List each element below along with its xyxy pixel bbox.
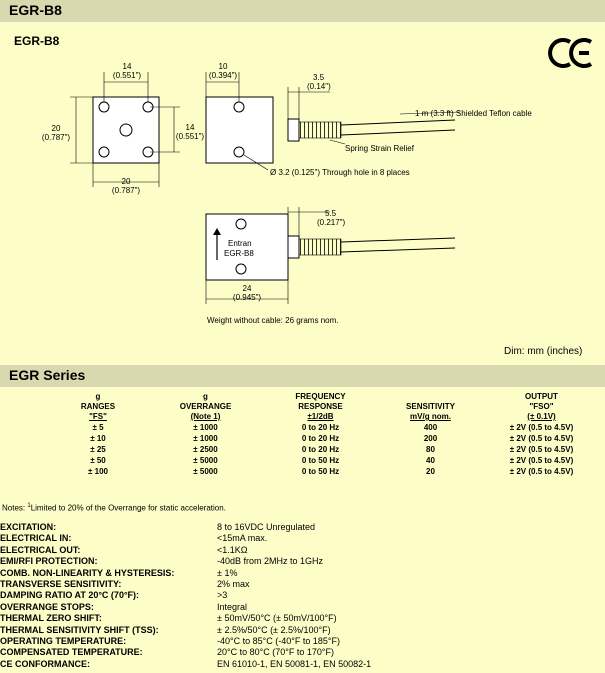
ce-mark-icon xyxy=(548,38,593,68)
series-band: EGR Series xyxy=(0,365,605,387)
col-header: (Note 1) xyxy=(190,412,221,421)
table-cell: ± 10 xyxy=(90,434,106,443)
table-cell: ± 1000 xyxy=(193,434,218,443)
col-header xyxy=(378,392,483,402)
dim-left-h: 20(0.787") xyxy=(41,124,71,142)
table-cell: ± 2500 xyxy=(193,445,218,454)
table-cell: ± 2V (0.5 to 4.5V) xyxy=(509,467,574,476)
col-header: FREQUENCY xyxy=(295,392,346,401)
series-note: Notes: 1Limited to 20% of the Overrange … xyxy=(2,503,226,513)
table-cell: ± 2V (0.5 to 4.5V) xyxy=(509,445,574,454)
cable-label: 1 m (3.3 ft) Shielded Teflon cable xyxy=(415,109,532,118)
col-header: "FS" xyxy=(89,412,107,421)
table-cell: 0 to 20 Hz xyxy=(301,423,340,432)
table-cell: 0 to 50 Hz xyxy=(301,456,340,465)
header-band: EGR-B8 xyxy=(0,0,605,22)
dim-bot-len: 24(0.945") xyxy=(232,284,262,302)
col-header: (± 0.1V) xyxy=(527,412,556,421)
table-cell: 200 xyxy=(423,434,438,443)
dim-bot-r: 5.5(0.217") xyxy=(317,209,346,227)
col-header: OVERRANGE xyxy=(179,402,232,411)
table-cell: ± 2V (0.5 to 4.5V) xyxy=(509,423,574,432)
table-row: ± 5 ± 1000 0 to 20 Hz 400 ± 2V (0.5 to 4… xyxy=(48,422,600,433)
bottom-view xyxy=(205,207,456,304)
table-cell: ± 2V (0.5 to 4.5V) xyxy=(509,456,574,465)
col-header: ±1/2dB xyxy=(307,412,334,421)
table-header-row-3: "FS" (Note 1) ±1/2dB mV/g nom. (± 0.1V) xyxy=(48,412,600,422)
table-cell: ± 5000 xyxy=(193,456,218,465)
table-cell: ± 100 xyxy=(88,467,108,476)
side-view xyxy=(205,72,461,171)
drawing-svg xyxy=(70,38,593,304)
table-cell: ± 1000 xyxy=(193,423,218,432)
table-cell: 80 xyxy=(426,445,435,454)
front-view xyxy=(70,72,180,187)
table-cell: 400 xyxy=(423,423,438,432)
col-header: RESPONSE xyxy=(298,402,343,411)
table-cell: ± 2V (0.5 to 4.5V) xyxy=(509,434,574,443)
dim-side-r: 3.5(0.14") xyxy=(307,73,331,91)
series-table: g g FREQUENCY OUTPUT RANGES OVERRANGE RE… xyxy=(48,392,600,477)
dim-side-w: 10(0.394") xyxy=(208,62,238,80)
col-header: "FSO" xyxy=(529,402,554,411)
table-cell: ± 50 xyxy=(90,456,106,465)
table-cell: ± 25 xyxy=(90,445,106,454)
series-title: EGR Series xyxy=(9,367,86,383)
table-row: ± 25 ± 2500 0 to 20 Hz 80 ± 2V (0.5 to 4… xyxy=(48,444,600,455)
dim-bottom-w: 20(0.787") xyxy=(111,177,141,195)
drawing-title: EGR-B8 xyxy=(14,34,60,48)
col-header: OUTPUT xyxy=(525,392,558,401)
col-header: g xyxy=(203,392,208,401)
dim-front-w: 14(0.551") xyxy=(112,62,142,80)
hole-label: Ø 3.2 (0.125") Through hole in 8 places xyxy=(270,168,410,177)
table-cell: 20 xyxy=(426,467,435,476)
page-title: EGR-B8 xyxy=(9,2,62,18)
table-cell: 40 xyxy=(426,456,435,465)
table-cell: 0 to 20 Hz xyxy=(301,445,340,454)
table-row: ± 50 ± 5000 0 to 50 Hz 40 ± 2V (0.5 to 4… xyxy=(48,455,600,466)
table-row: ± 10 ± 1000 0 to 20 Hz 200 ± 2V (0.5 to … xyxy=(48,433,600,444)
col-header: g xyxy=(95,392,101,401)
dim-right-h: 14(0.551") xyxy=(175,123,205,141)
table-cell: 0 to 20 Hz xyxy=(301,434,340,443)
spring-label: Spring Strain Relief xyxy=(345,144,414,153)
table-cell: 0 to 50 Hz xyxy=(301,467,340,476)
model-label: EGR-B8 xyxy=(224,249,254,258)
col-header: mV/g nom. xyxy=(410,412,451,421)
table-header-row-2: RANGES OVERRANGE RESPONSE SENSITIVITY "F… xyxy=(48,402,600,412)
weight-label: Weight without cable: 26 grams nom. xyxy=(207,316,339,325)
table-row: ± 100 ± 5000 0 to 50 Hz 20 ± 2V (0.5 to … xyxy=(48,466,600,477)
table-cell: ± 5000 xyxy=(193,467,218,476)
table-header-row-1: g g FREQUENCY OUTPUT xyxy=(48,392,600,402)
dim-unit-label: Dim: mm (inches) xyxy=(504,346,583,357)
table-cell: ± 5 xyxy=(92,423,104,432)
col-header: SENSITIVITY xyxy=(406,402,455,411)
entran-label: Entran xyxy=(228,239,252,248)
col-header: RANGES xyxy=(80,402,116,411)
